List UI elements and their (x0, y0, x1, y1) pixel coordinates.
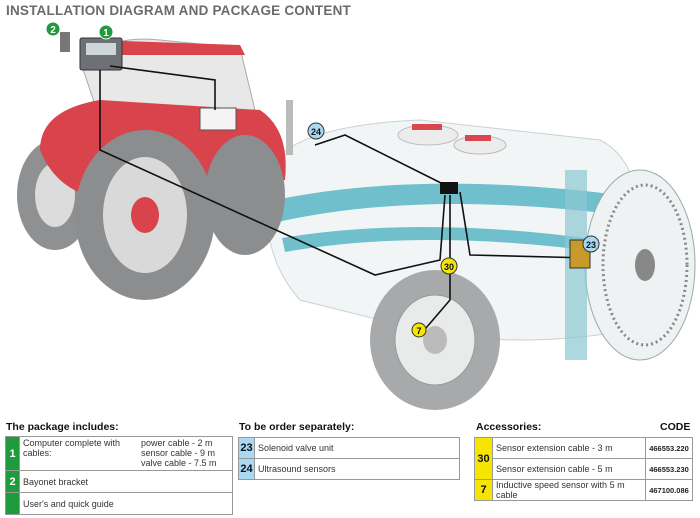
table-row: 2 Bayonet bracket (5, 470, 233, 493)
cables (99, 65, 591, 336)
item-label: User's and quick guide (19, 492, 233, 515)
item-number (5, 492, 20, 515)
item-label: Ultrasound sensors (254, 458, 460, 480)
item-number: 30 (474, 437, 493, 480)
separately-header: To be order separately: (239, 421, 355, 433)
tractor-sprayer-illustration: 1 2 24 23 30 7 (17, 21, 696, 410)
battery (199, 107, 237, 131)
svg-text:24: 24 (311, 127, 321, 137)
accessories-header: Accessories: (476, 421, 542, 433)
callout-23: 23 (582, 235, 600, 253)
callout-24: 24 (307, 122, 325, 140)
callout-30: 30 (440, 257, 458, 275)
page-title: INSTALLATION DIAGRAM AND PACKAGE CONTENT (6, 3, 351, 18)
item-number: 24 (238, 458, 255, 480)
code-header: CODE (660, 421, 691, 433)
cable-detail: valve cable - 7.5 m (141, 458, 217, 468)
item-label: Sensor extension cable - 5 m (492, 458, 646, 480)
table-row: 30 Sensor extension cable - 3 m 466553.2… (474, 437, 693, 480)
item-code: 466553.230 (645, 458, 693, 480)
item-number: 1 (5, 436, 20, 471)
package-header: The package includes: (6, 421, 119, 433)
svg-text:1: 1 (103, 28, 109, 39)
callout-2: 2 (45, 21, 61, 37)
callout-1: 1 (98, 24, 114, 40)
item-code: 467100.086 (645, 479, 693, 501)
table-row: 7 Inductive speed sensor with 5 m cable … (474, 479, 693, 501)
svg-text:2: 2 (50, 25, 56, 36)
junction-box (440, 182, 458, 194)
item-label: Bayonet bracket (19, 470, 233, 493)
tractor (17, 38, 293, 300)
item-label: Sensor extension cable - 3 m (492, 437, 646, 459)
table-row: 1 Computer complete with cables: power c… (5, 436, 233, 471)
bayonet-bracket (60, 32, 70, 52)
table-row: 23 Solenoid valve unit (238, 437, 460, 459)
callout-7: 7 (411, 322, 427, 338)
table-row: User's and quick guide (5, 492, 233, 515)
item-number: 7 (474, 479, 493, 501)
svg-text:7: 7 (416, 326, 421, 336)
item-code: 466553.220 (645, 437, 693, 459)
cable-detail: sensor cable - 9 m (141, 448, 216, 458)
svg-text:23: 23 (586, 240, 596, 250)
item-label: Inductive speed sensor with 5 m cable (492, 479, 646, 501)
table-row: Sensor extension cable - 5 m 466553.230 (475, 458, 693, 480)
svg-text:30: 30 (444, 262, 454, 272)
sprayer-wheel (370, 270, 500, 410)
separately-table: 23 Solenoid valve unit 24 Ultrasound sen… (238, 437, 460, 480)
accessories-table: 30 Sensor extension cable - 3 m 466553.2… (474, 437, 693, 501)
item-label: Solenoid valve unit (254, 437, 460, 459)
sprayer-fan (565, 169, 696, 361)
item-label: Computer complete with cables: (23, 438, 121, 458)
cable-detail: power cable - 2 m (141, 438, 213, 448)
package-table: 1 Computer complete with cables: power c… (5, 436, 233, 515)
item-number: 2 (5, 470, 20, 493)
item-number: 23 (238, 437, 255, 459)
table-row: 24 Ultrasound sensors (238, 458, 460, 480)
